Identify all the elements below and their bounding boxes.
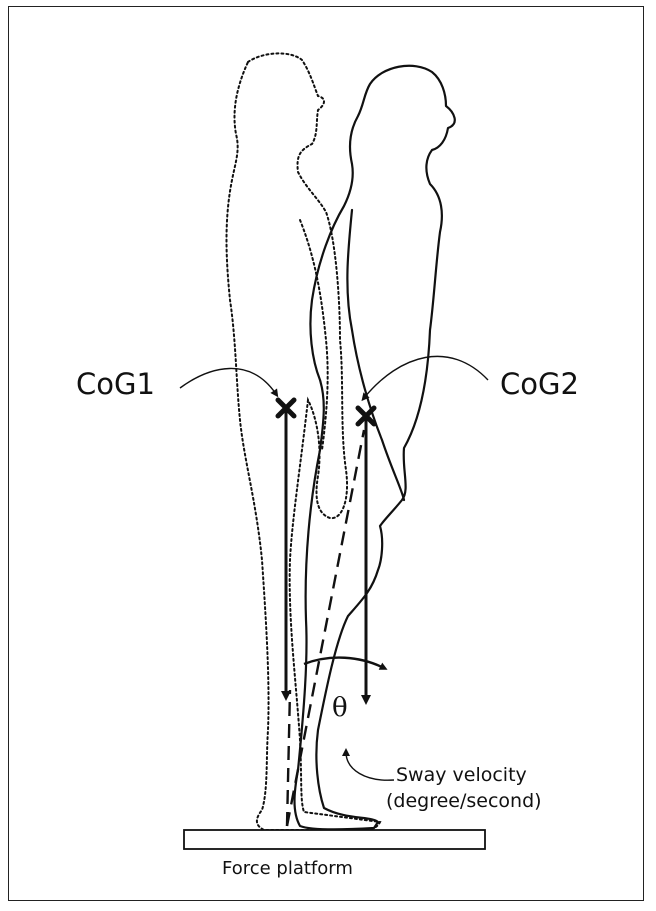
force-platform: [184, 830, 485, 849]
cog1-pointer-curve: [180, 368, 276, 394]
sway-line-vertical: [287, 690, 290, 826]
sway-velocity-unit-label: (degree/second): [386, 790, 542, 812]
theta-label: θ: [332, 693, 348, 723]
cog1-label: CoG1: [76, 367, 155, 401]
sway-velocity-label: Sway velocity: [396, 764, 527, 786]
sway-velocity-pointer: [346, 752, 394, 780]
cog2-label: CoG2: [500, 367, 579, 401]
force-platform-label: Force platform: [222, 858, 353, 879]
sway-angle-arc: [304, 658, 384, 668]
solid-arm-outline: [347, 210, 404, 500]
